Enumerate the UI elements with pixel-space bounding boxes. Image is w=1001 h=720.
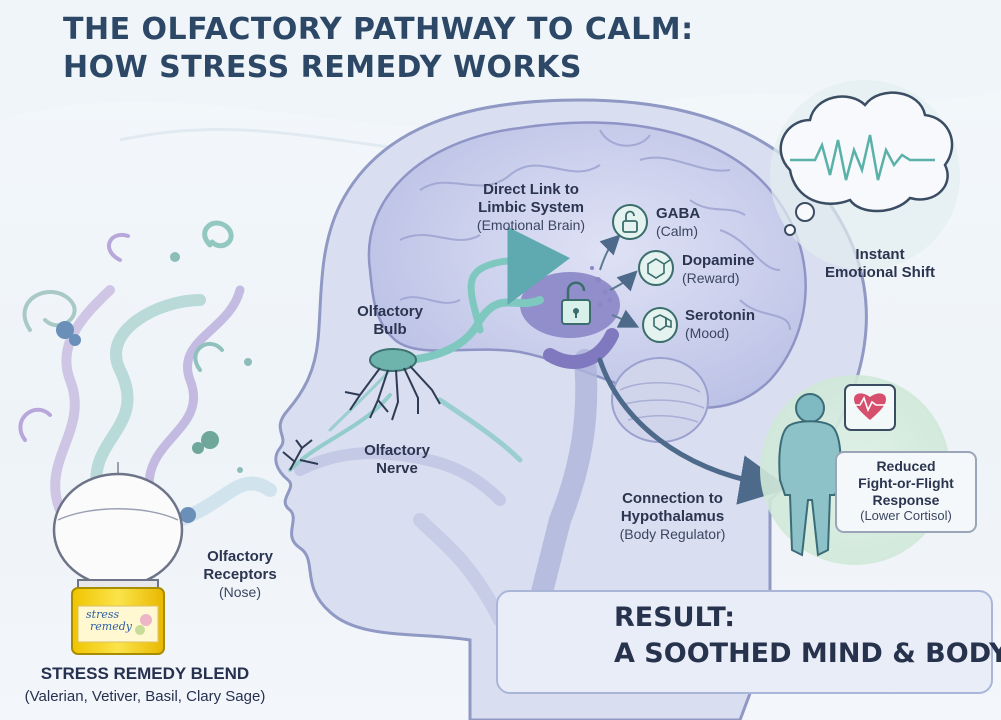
olfactory-receptors-sub: (Nose) <box>218 584 261 600</box>
limbic-link-title-2: Limbic System <box>478 199 584 216</box>
hypothalamus-label: Connection to Hypothalamus (Body Regulat… <box>605 490 740 543</box>
olfactory-bulb-title-2: Bulb <box>373 321 407 338</box>
page-title-line-1: THE OLFACTORY PATHWAY TO CALM: <box>63 12 694 47</box>
fight-flight-label: Reduced Fight-or-Flight Response (Lower … <box>836 458 976 524</box>
fight-flight-sub: (Lower Cortisol) <box>860 508 952 524</box>
serotonin-icon-circle <box>642 307 678 343</box>
result-box <box>496 590 993 694</box>
gaba-title: GABA <box>656 205 701 222</box>
dopamine-label: Dopamine (Reward) <box>682 252 755 287</box>
scent-particles <box>56 252 252 523</box>
serotonin-sub: (Mood) <box>685 325 730 341</box>
emotional-shift-title-1: Instant <box>855 246 905 263</box>
fight-flight-title-2: Fight-or-Flight <box>858 474 954 491</box>
scent-swirls <box>18 220 277 527</box>
fight-flight-title-1: Reduced <box>876 458 936 474</box>
product-name: STRESS REMEDY BLEND <box>40 664 250 683</box>
limbic-link-sub: (Emotional Brain) <box>476 217 586 233</box>
emotional-shift-label: Instant Emotional Shift <box>810 246 950 282</box>
olfactory-nerve-title-2: Nerve <box>376 460 418 477</box>
dopamine-icon-circle <box>638 250 674 286</box>
dopamine-title: Dopamine <box>682 252 755 269</box>
emotional-shift-title-2: Emotional Shift <box>825 264 935 281</box>
jar-label-line-1: stress <box>86 608 120 621</box>
product-ingredients: (Valerian, Vetiver, Basil, Clary Sage) <box>24 688 266 705</box>
nasal-passage <box>294 447 506 506</box>
olfactory-bulb-label: Olfactory Bulb <box>345 303 435 339</box>
heart-rate-icon <box>790 134 935 181</box>
hippocampus <box>543 328 619 370</box>
dopamine-sub: (Reward) <box>682 270 740 286</box>
jar-label-line-2: remedy <box>90 620 132 633</box>
throat <box>413 513 507 627</box>
olfactory-bulb <box>369 348 417 372</box>
hypothalamus-sub: (Body Regulator) <box>619 526 726 542</box>
gaba-icon-circle <box>612 204 648 240</box>
gaba-label: GABA (Calm) <box>656 205 700 240</box>
thought-bubble-icon <box>770 80 960 270</box>
background-swoosh <box>0 0 1001 129</box>
gaba-sub: (Calm) <box>656 223 698 239</box>
olfactory-receptor-branches <box>282 439 319 471</box>
result-summary: A SOOTHED MIND & BODY <box>614 638 1001 669</box>
serotonin-title: Serotonin <box>685 307 755 324</box>
heart-monitor-icon <box>844 384 896 431</box>
fight-flight-box <box>835 451 977 533</box>
serotonin-label: Serotonin (Mood) <box>685 307 755 342</box>
olfactory-receptors-title-2: Receptors <box>203 566 277 583</box>
page-title-line-2: HOW STRESS REMEDY WORKS <box>63 50 582 85</box>
limbic-link-title-1: Direct Link to <box>483 181 579 198</box>
olfactory-bulb-title-1: Olfactory <box>357 303 423 320</box>
brain-folds <box>399 129 791 331</box>
olfactory-nerve-label: Olfactory Nerve <box>352 442 442 478</box>
olfactory-nerve-title-1: Olfactory <box>364 442 430 459</box>
fight-flight-title-3: Response <box>872 491 940 508</box>
hypothalamus-title-1: Connection to <box>622 490 723 507</box>
result-heading: RESULT: <box>614 602 736 633</box>
olfactory-nerve-fibers <box>344 365 441 421</box>
neurotransmitter-particles <box>590 266 612 308</box>
hypothalamus-title-2: Hypothalamus <box>620 508 725 525</box>
diffuser-icon <box>52 462 184 655</box>
limbic-link-label: Direct Link to Limbic System (Emotional … <box>456 181 606 234</box>
hypothalamus-arrow <box>597 357 790 505</box>
neurotransmitter-arrows <box>599 234 640 328</box>
olfactory-receptors-title-1: Olfactory <box>207 548 273 565</box>
olfactory-receptors-label: Olfactory Receptors (Nose) <box>190 548 290 601</box>
